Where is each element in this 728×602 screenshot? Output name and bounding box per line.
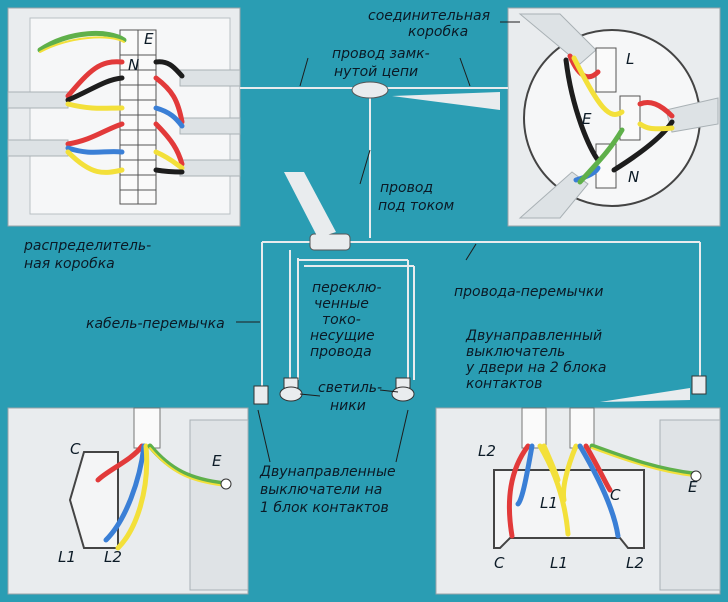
terminal-label-c-br-top: C xyxy=(610,486,621,504)
switch-icon-door xyxy=(691,375,707,395)
switch-icon-left xyxy=(253,385,269,405)
pointer-junction xyxy=(392,92,500,110)
label-switched-2: ченные xyxy=(314,296,369,312)
terminal-label-l2-br-bottom: L2 xyxy=(626,554,644,572)
label-lamps-1: светиль- xyxy=(318,380,382,396)
label-two-way-single-1: Двунаправленные xyxy=(259,464,396,480)
terminal-label-e-br: E xyxy=(688,478,698,496)
terminal-label-e-bl: E xyxy=(212,452,222,470)
lamp-icon-left xyxy=(279,377,303,402)
label-live-wire-2: под током xyxy=(378,198,455,214)
terminal-label-e-left: E xyxy=(144,30,154,48)
terminal-label-l1-br-top: L1 xyxy=(540,494,558,512)
label-dist-box-2: ная коробка xyxy=(24,256,115,272)
two-gang-switch-panel: L2 L1 C E C L1 L2 xyxy=(435,407,721,595)
earth-screw-icon-left xyxy=(220,478,232,490)
label-two-way-door-1: Двунаправленный xyxy=(465,328,602,344)
label-switched-4: несущие xyxy=(310,328,375,344)
earth-screw-icon-right xyxy=(690,470,702,482)
terminal-label-l1-br-bottom: L1 xyxy=(550,554,568,572)
distribution-box-panel: E N xyxy=(7,7,241,227)
terminal-label-c-left: C xyxy=(70,440,81,458)
terminal-label-n-left: N xyxy=(128,56,139,74)
label-junction-box-1: соединительная xyxy=(368,8,490,24)
junction-box-panel: L E N xyxy=(507,7,721,227)
pointer-live xyxy=(284,172,336,238)
terminal-label-l-right: L xyxy=(626,50,634,68)
single-gang-switch-panel: C E L1 L2 xyxy=(7,407,249,595)
annotation-labels: соединительная коробка провод замк- нуто… xyxy=(23,8,606,516)
label-dist-box-1: распределитель- xyxy=(23,238,151,254)
label-jumper-wires: провода-перемычки xyxy=(454,284,603,300)
terminal-label-l2-left: L2 xyxy=(104,548,122,566)
loop-connector xyxy=(351,81,389,99)
terminal-label-c-br-bottom: C xyxy=(494,554,505,572)
label-junction-box-2: коробка xyxy=(408,24,468,40)
terminal-label-l1-left: L1 xyxy=(58,548,76,566)
label-switched-1: переклю- xyxy=(312,280,382,296)
label-lamps-2: ники xyxy=(330,398,366,414)
leader-lines xyxy=(236,21,520,463)
label-two-way-door-4: контактов xyxy=(466,376,542,392)
lamp-icon-right xyxy=(391,377,415,402)
terminal-label-n-right: N xyxy=(628,168,639,186)
label-two-way-door-3: у двери на 2 блока xyxy=(465,360,606,376)
terminal-label-l2-br-top: L2 xyxy=(478,442,496,460)
label-two-way-door-2: выключатель xyxy=(466,344,565,360)
label-live-wire-1: провод xyxy=(380,180,433,196)
pointer-door-switch xyxy=(600,388,690,402)
label-loop-wire-1: провод замк- xyxy=(332,46,430,62)
label-two-way-single-2: выключатели на xyxy=(260,482,382,498)
label-jumper-cable: кабель-перемычка xyxy=(86,316,225,332)
label-two-way-single-3: 1 блок контактов xyxy=(260,500,389,516)
live-connector xyxy=(309,233,351,251)
label-switched-5: провода xyxy=(310,344,372,360)
label-switched-3: токо- xyxy=(322,312,361,328)
label-loop-wire-2: нутой цепи xyxy=(334,64,418,80)
terminal-label-e-right: E xyxy=(582,110,592,128)
